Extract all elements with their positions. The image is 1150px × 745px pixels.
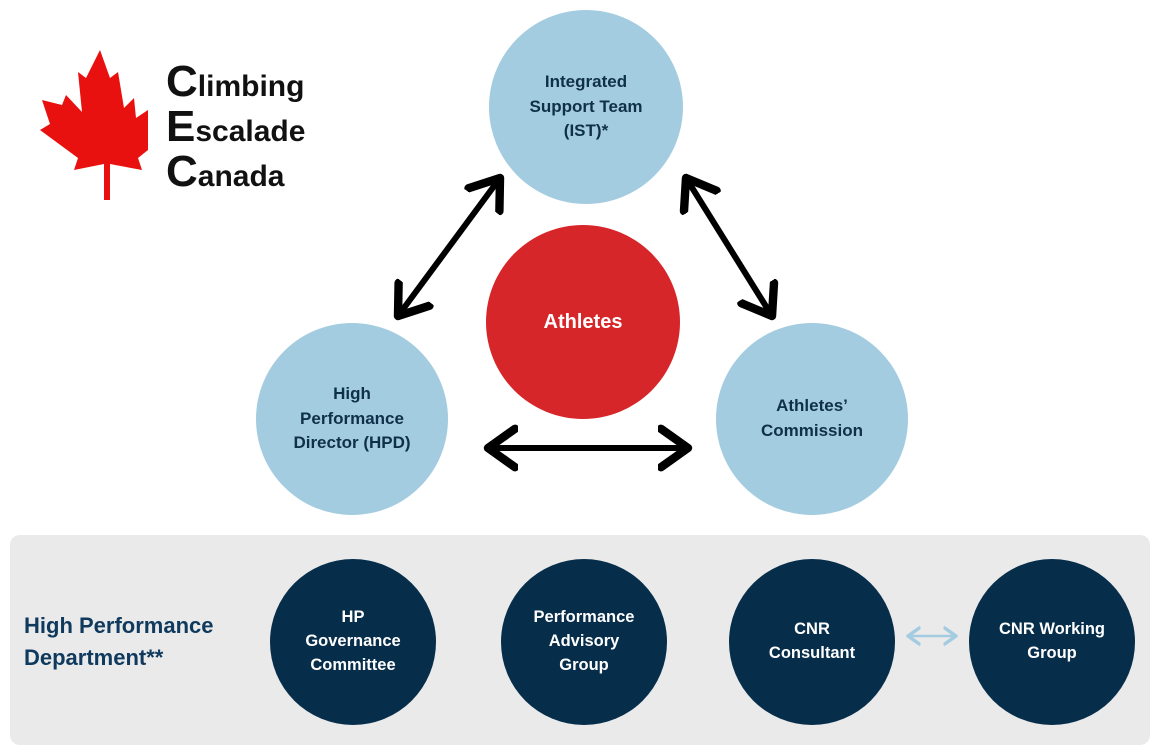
cnr-consultant-node: CNR Consultant — [729, 559, 895, 725]
athletes-label: Athletes — [543, 310, 623, 333]
hp-governance-committee-node: HP Governance Committee — [270, 559, 436, 725]
maple-leaf-icon — [40, 50, 148, 200]
advisory-label: Performance Advisory Group — [533, 608, 635, 674]
cnr-working-group-node: CNR Working Group — [969, 559, 1135, 725]
athletes-node: Athletes — [486, 225, 680, 419]
high-performance-director-node: High Performance Director (HPD) — [256, 323, 448, 515]
performance-advisory-group-node: Performance Advisory Group — [501, 559, 667, 725]
cnr-consultant-label: CNR Consultant — [768, 620, 856, 662]
logo-line-climbing: Climbing — [166, 57, 305, 106]
ist-label: Integrated Support Team (IST)* — [529, 72, 643, 141]
logo-line-escalade: Escalade — [166, 102, 306, 151]
integrated-support-team-node: Integrated Support Team (IST)* — [489, 10, 683, 204]
cnr-working-label: CNR Working Group — [998, 620, 1106, 662]
commission-label: Athletes’ Commission — [760, 396, 864, 440]
department-label: High Performance Department** — [24, 613, 214, 670]
hp-governance-label: HP Governance Committee — [305, 608, 401, 674]
athletes-commission-node: Athletes’ Commission — [716, 323, 908, 515]
climbing-escalade-canada-logo: Climbing Escalade Canada — [38, 50, 305, 205]
arrow-hpd-ist — [398, 178, 500, 316]
logo-line-canada: Canada — [166, 147, 285, 196]
hpd-label: High Performance Director (HPD) — [293, 384, 411, 453]
arrow-ist-commission — [686, 178, 772, 316]
